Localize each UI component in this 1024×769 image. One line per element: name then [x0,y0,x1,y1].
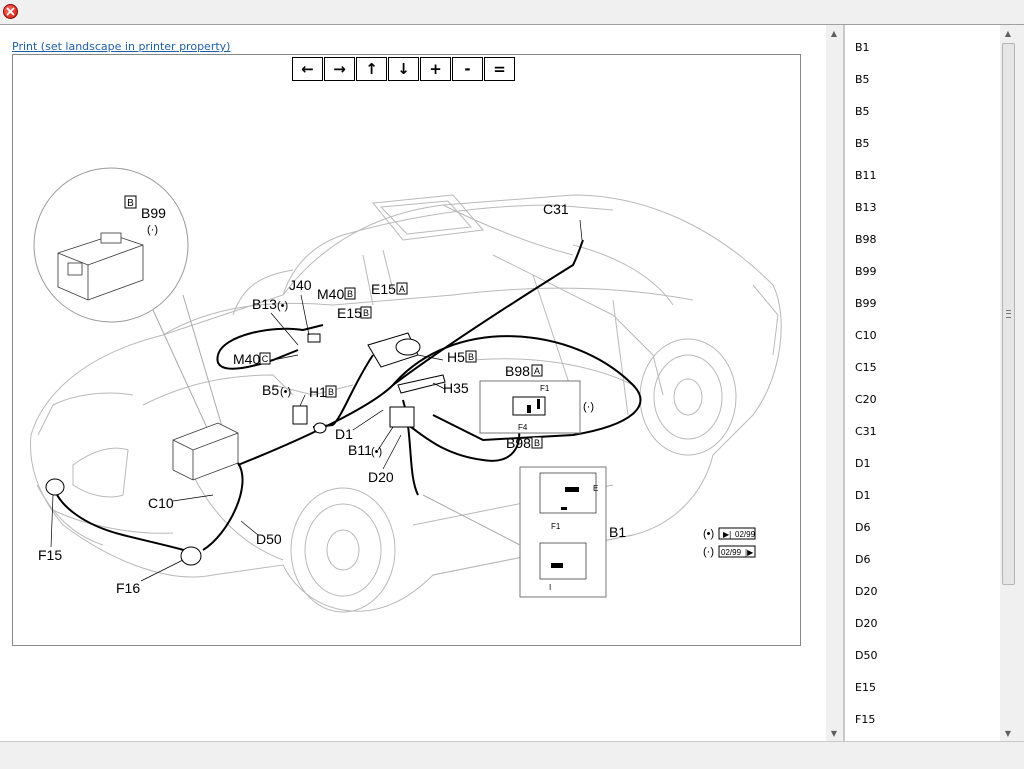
label-F1-b98: F1 [540,384,550,393]
label-I: I [549,583,551,592]
label-F15: F15 [38,547,62,563]
title-bar [0,0,1024,25]
legend-dotted-marker: (·) [703,546,714,558]
label-H35: H35 [443,380,469,396]
pan-right-button[interactable]: → [324,57,355,81]
list-item[interactable]: D1 [855,489,871,502]
list-item[interactable]: D20 [855,617,878,630]
label-E: E [593,484,598,493]
label-H5: H5 [447,349,465,365]
label-b99-marker: (·) [147,224,158,236]
diagram-scrollbar[interactable]: ▲ ▼ [826,25,842,741]
scroll-up-arrow-icon[interactable]: ▲ [830,28,838,38]
scroll-down-arrow-icon[interactable]: ▼ [1004,728,1012,738]
legend-date-1: 02/99 [735,530,756,539]
list-scrollbar[interactable]: ▲ ▼ [1000,25,1016,741]
list-item[interactable]: D1 [855,457,871,470]
pan-down-button[interactable]: ↓ [388,57,419,81]
label-D50: D50 [256,531,282,547]
legend-dot-marker: (•) [703,528,714,540]
scroll-down-arrow-icon[interactable]: ▼ [830,728,838,738]
label-A-box-b98: A [534,366,540,376]
label-B-box-m40: B [347,289,353,299]
scroll-up-arrow-icon[interactable]: ▲ [1004,28,1012,38]
grip-icon [1006,310,1011,318]
label-B11: B11 [348,442,372,458]
label-C31: C31 [543,201,569,217]
zoom-in-button[interactable]: + [420,57,451,81]
list-item[interactable]: D20 [855,585,878,598]
label-E15-mid: E15 [337,305,362,321]
list-item[interactable]: F15 [855,713,876,726]
list-item[interactable]: B99 [855,265,877,278]
label-B-box-b98: B [534,438,540,448]
zoom-reset-button[interactable]: = [484,57,515,81]
label-B1: B1 [609,524,626,540]
label-J40: J40 [289,277,312,293]
label-B-box-e15: B [363,308,369,318]
label-b11-marker: (•) [371,446,382,458]
list-item[interactable]: B5 [855,73,870,86]
pane-divider[interactable] [843,25,845,741]
label-B-box-h1: B [328,387,334,397]
pan-left-button[interactable]: ← [292,57,323,81]
list-item[interactable]: C10 [855,329,877,342]
label-B-box-b99: B [127,198,134,209]
label-H1: H1 [309,384,327,400]
list-item[interactable]: C20 [855,393,877,406]
label-C10: C10 [148,495,174,511]
list-item[interactable]: B13 [855,201,877,214]
label-B5: B5 [262,382,279,398]
label-A-box-e15: A [399,284,405,294]
label-C-box-m40: C [262,354,269,364]
list-item[interactable]: D50 [855,649,878,662]
list-item[interactable]: D6 [855,553,871,566]
label-b5-marker: (•) [280,386,291,398]
component-list-pane: B1 B5 B5 B5 B11 B13 B98 B99 B99 C10 C15 … [845,25,1000,741]
list-item[interactable]: B98 [855,233,877,246]
list-item[interactable]: D6 [855,521,871,534]
label-b98-marker: (·) [583,401,594,413]
wiring-diagram-frame: B B99 (·) [12,54,801,646]
legend-arrow-2: |▶ [745,548,754,557]
list-item[interactable]: B5 [855,105,870,118]
label-b13-marker: (•) [277,300,288,312]
diagram-toolbar: ← → ↑ ↓ + - = [292,57,515,81]
status-strip [0,741,1024,769]
label-M40-top: M40 [317,286,344,302]
label-F4: F4 [518,423,528,432]
zoom-out-button[interactable]: - [452,57,483,81]
list-item[interactable]: B1 [855,41,870,54]
label-D1: D1 [335,426,353,442]
wiring-diagram: B B99 (·) [30,167,782,613]
label-B98-top: B98 [505,363,530,379]
list-item[interactable]: C31 [855,425,877,438]
label-F16: F16 [116,580,140,596]
pan-up-button[interactable]: ↑ [356,57,387,81]
label-D20: D20 [368,469,394,485]
label-B99: B99 [141,205,166,221]
label-M40-left: M40 [233,351,260,367]
list-item[interactable]: B99 [855,297,877,310]
label-B-box-h5: B [468,352,474,362]
list-item[interactable]: B11 [855,169,877,182]
close-icon[interactable] [3,4,18,19]
legend-date-2: 02/99 [721,548,742,557]
list-item[interactable]: E15 [855,681,876,694]
label-B98-bottom: B98 [506,435,531,451]
list-item[interactable]: B5 [855,137,870,150]
component-list: B1 B5 B5 B5 B11 B13 B98 B99 B99 C10 C15 … [855,40,877,741]
list-item[interactable]: C15 [855,361,877,374]
legend-arrow-1: ▶| [723,530,731,539]
label-F1-b1: F1 [551,522,561,531]
print-link[interactable]: Print (set landscape in printer property… [12,40,231,53]
label-B13: B13 [252,296,277,312]
scrollbar-thumb[interactable] [1002,43,1015,585]
label-E15-top: E15 [371,281,396,297]
